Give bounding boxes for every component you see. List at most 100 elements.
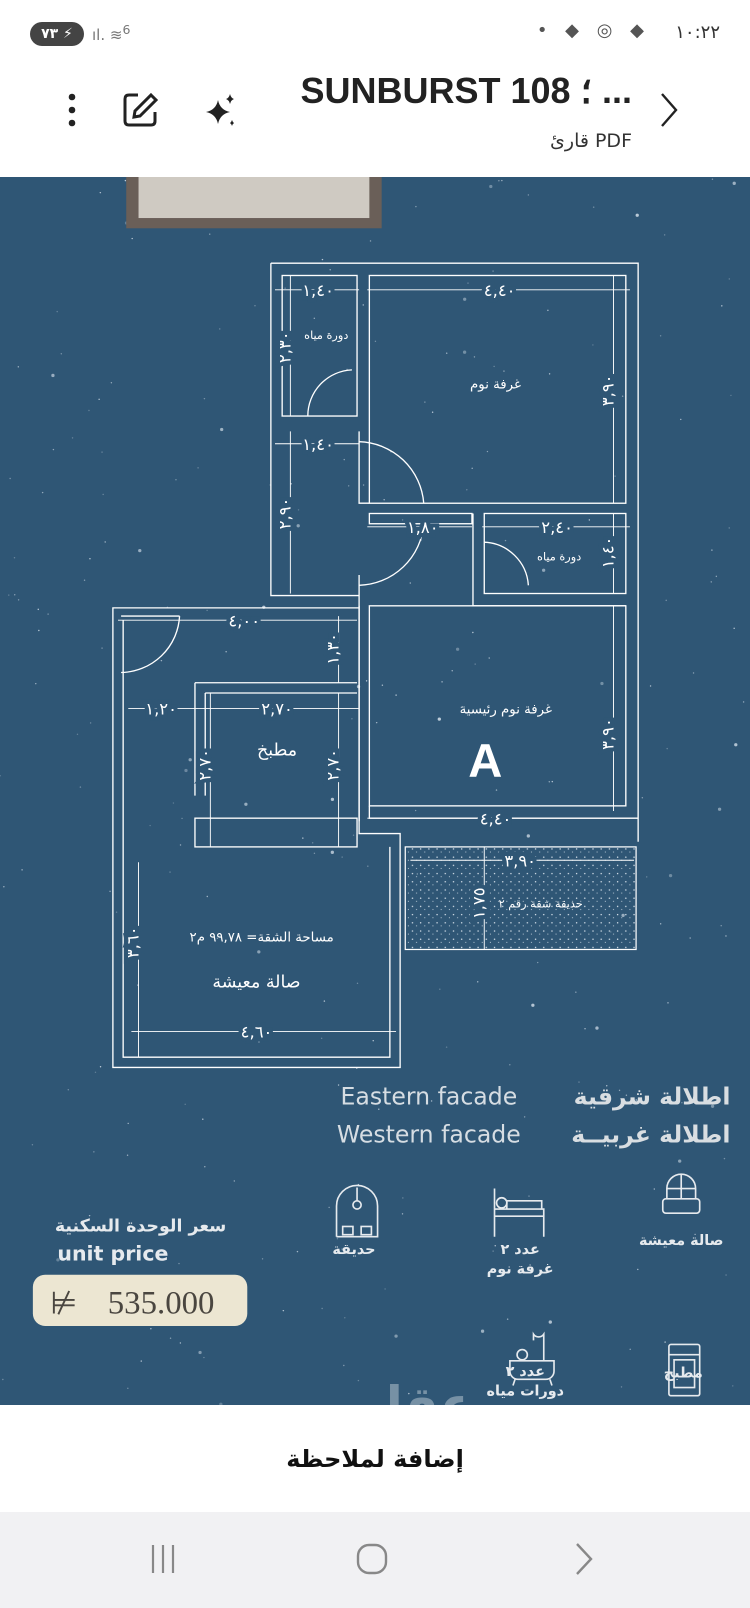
star	[169, 871, 171, 873]
status-bar: ٧٣ ⚡ ıl. ≋6 • ◆ ◎ ◆ ١٠:٢٢	[0, 0, 750, 62]
star	[528, 1195, 530, 1197]
dim-label: ١,٨٠	[407, 518, 439, 537]
star	[336, 1238, 339, 1240]
star	[17, 599, 20, 601]
star	[720, 924, 722, 927]
star	[618, 1089, 621, 1092]
room-label-kitchen: مطبخ	[257, 741, 297, 761]
star	[659, 923, 662, 925]
star	[635, 1099, 637, 1101]
star	[588, 519, 591, 521]
star	[14, 594, 16, 596]
star	[536, 961, 539, 964]
star	[110, 382, 113, 384]
signal-icon: ıl. ≋6	[92, 22, 131, 44]
recent-apps-button[interactable]	[133, 1534, 193, 1584]
star	[548, 1320, 552, 1324]
star	[344, 1317, 346, 1319]
home-button[interactable]	[342, 1534, 402, 1584]
star	[2, 1378, 4, 1381]
star	[451, 670, 453, 672]
star	[47, 613, 49, 615]
star	[37, 608, 39, 611]
star	[710, 581, 712, 583]
star	[179, 844, 182, 846]
star	[424, 401, 426, 403]
star	[369, 240, 372, 242]
star	[710, 1104, 715, 1108]
more-vertical-icon	[68, 93, 76, 127]
star	[311, 842, 314, 844]
star	[357, 1379, 360, 1382]
garden-area	[404, 846, 637, 951]
star	[93, 1151, 95, 1153]
star	[471, 467, 473, 470]
star	[244, 802, 248, 806]
star	[94, 1071, 97, 1074]
star	[284, 287, 286, 289]
dim-label: ٢,٣٠	[275, 331, 294, 363]
back-button[interactable]	[648, 90, 688, 130]
star	[526, 834, 530, 838]
bed-icon	[493, 1188, 545, 1237]
pdf-page-view[interactable]: ١,٤٠ ٤,٤٠ ١,٤٠ ١,٨٠ ٢,٤٠ ٤,٠٠ ١,٢٠ ٢,٧٠ …	[0, 177, 750, 1405]
star	[467, 282, 469, 284]
star	[637, 1268, 639, 1271]
sofa-icon	[661, 1173, 701, 1214]
add-note-button[interactable]: إضافة لملاحظة	[0, 1405, 750, 1512]
star	[463, 297, 467, 301]
dim-label: ١,٤٠	[599, 537, 618, 569]
star-background	[0, 178, 745, 1405]
star	[394, 1334, 398, 1338]
star	[492, 1250, 494, 1252]
star	[98, 398, 100, 401]
star	[257, 950, 261, 954]
star	[578, 1081, 580, 1083]
dim-label: ٤,٠٠	[228, 611, 260, 630]
star	[115, 911, 118, 913]
star	[329, 269, 331, 271]
back-nav-button[interactable]	[553, 1534, 613, 1584]
price-value: 535.000	[108, 1286, 215, 1322]
more-options-button[interactable]	[52, 90, 92, 130]
room-label-bedroom: غرفة نوم	[470, 377, 521, 392]
price-label-en: unit price	[57, 1241, 168, 1265]
feature-kitchen-label: مطبخ	[664, 1365, 703, 1381]
star	[717, 807, 722, 811]
star	[88, 1214, 91, 1217]
star	[356, 982, 359, 985]
star	[409, 582, 412, 584]
star	[460, 706, 463, 709]
star	[466, 489, 468, 491]
star	[13, 557, 16, 559]
star	[692, 672, 695, 674]
star	[282, 1309, 285, 1312]
star	[76, 733, 79, 736]
star	[678, 1159, 682, 1163]
star	[653, 1188, 656, 1190]
star	[351, 718, 353, 720]
back-chevron-icon	[576, 1543, 593, 1575]
star	[51, 373, 55, 378]
recent-apps-icon	[151, 1545, 175, 1573]
star	[534, 1248, 536, 1250]
star	[728, 527, 730, 529]
star	[138, 549, 142, 553]
star	[41, 491, 44, 494]
star	[203, 1356, 205, 1359]
star	[131, 237, 133, 240]
edit-button[interactable]	[120, 90, 160, 130]
star	[495, 789, 498, 791]
dim-label: ٤,٤٠	[484, 281, 516, 300]
star	[202, 1118, 204, 1120]
star	[56, 1258, 60, 1262]
star	[216, 937, 219, 939]
star	[367, 865, 369, 867]
star	[575, 991, 577, 993]
star	[595, 1026, 599, 1030]
star	[494, 1245, 496, 1247]
star	[101, 647, 103, 649]
star	[680, 418, 682, 421]
star	[225, 651, 227, 653]
ai-button[interactable]	[200, 90, 240, 130]
